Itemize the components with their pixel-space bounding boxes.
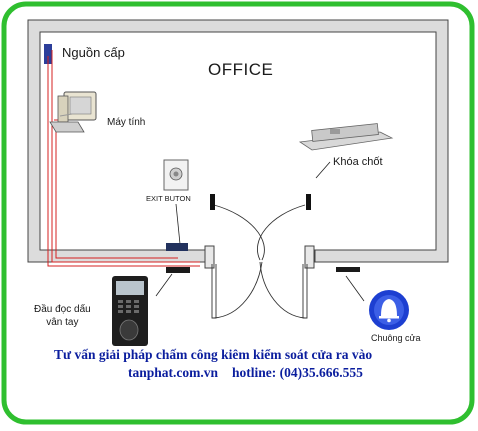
door-left-leaf xyxy=(210,194,215,210)
lock-label: Khóa chốt xyxy=(333,156,383,168)
reader-label-line1: Đầu đọc dấu xyxy=(34,304,91,315)
reader-mount-icon xyxy=(166,243,188,251)
reader-bracket-icon xyxy=(166,267,190,273)
reader-leader xyxy=(155,273,173,297)
computer-icon xyxy=(49,91,97,133)
magnetic-lock-icon xyxy=(298,123,394,151)
bell-bracket-icon xyxy=(336,267,360,272)
office-title: OFFICE xyxy=(208,60,274,79)
fingerprint-reader-label: Đầu đọc dấu vân tay xyxy=(34,303,91,329)
bell-leader xyxy=(345,275,365,302)
lock-leader xyxy=(315,161,331,179)
exit-button-icon xyxy=(163,159,189,191)
double-door xyxy=(211,204,308,319)
green-frame xyxy=(1,1,475,425)
caption-hotline: hotline: (04)35.666.555 xyxy=(232,365,363,380)
door-jamb-right xyxy=(304,245,315,269)
wiring xyxy=(47,50,200,267)
doorbell-icon xyxy=(369,290,409,330)
door-right-leaf xyxy=(306,194,311,210)
door-jamb-left xyxy=(204,245,215,269)
power-supply-icon xyxy=(44,44,52,64)
power-supply-label: Nguồn cấp xyxy=(62,45,125,60)
exit-button-label: EXIT BUTON xyxy=(146,194,191,203)
exit-leader xyxy=(175,203,181,245)
reader-label-line2: vân tay xyxy=(46,317,79,328)
fingerprint-reader-icon xyxy=(112,276,148,346)
computer-label: Máy tính xyxy=(107,117,146,128)
caption-website: tanphat.com.vn xyxy=(128,365,219,380)
doorbell-label: Chuông cửa xyxy=(371,333,421,343)
caption-line-1: Tư vấn giải pháp chấm công kiêm kiểm soá… xyxy=(54,347,373,362)
